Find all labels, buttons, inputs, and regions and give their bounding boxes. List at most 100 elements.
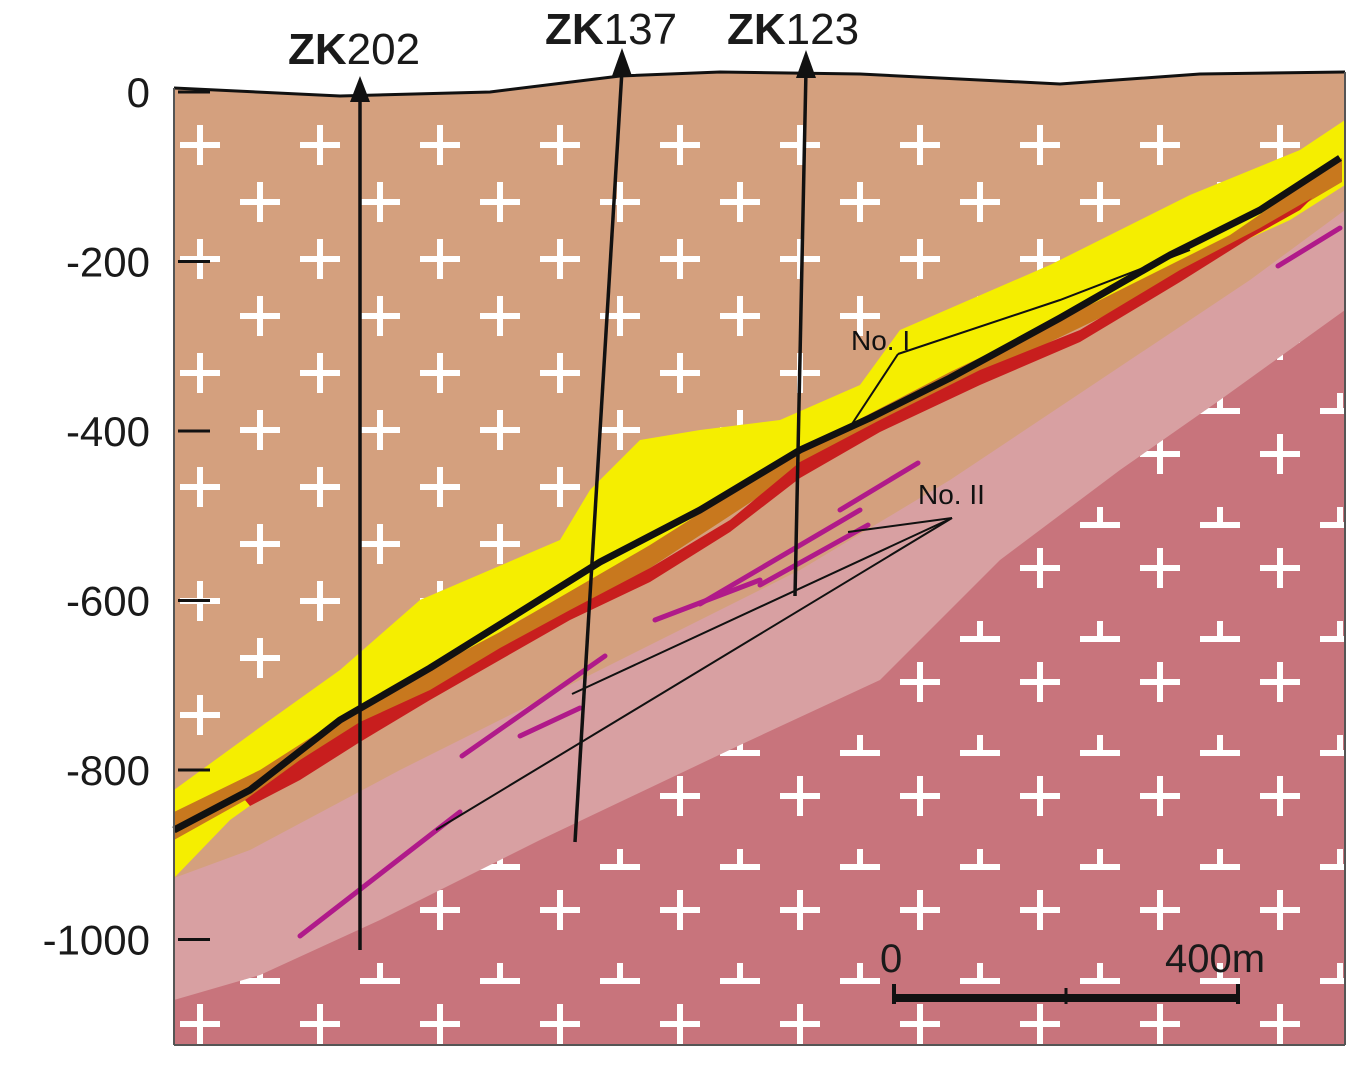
granite-cross-symbol bbox=[660, 353, 700, 393]
granite-cross-symbol bbox=[240, 638, 280, 678]
granite-cross-symbol bbox=[600, 182, 640, 222]
granite-cross-symbol bbox=[780, 776, 820, 816]
granite-cross-symbol bbox=[660, 1004, 700, 1044]
granite-cross-symbol bbox=[420, 239, 460, 279]
granite-cross-symbol bbox=[180, 695, 220, 735]
granite-tack-symbol bbox=[840, 963, 880, 984]
granite-cross-symbol bbox=[540, 353, 580, 393]
granite-cross-symbol bbox=[1140, 1004, 1180, 1044]
granite-cross-symbol bbox=[1020, 776, 1060, 816]
granite-cross-symbol bbox=[540, 239, 580, 279]
granite-cross-symbol bbox=[1260, 548, 1300, 588]
purple-lens bbox=[459, 653, 608, 759]
scale-bar-start-label: 0 bbox=[880, 937, 902, 981]
granite-cross-symbol bbox=[180, 1004, 220, 1044]
granite-cross-symbol bbox=[420, 467, 460, 507]
depth-axis-tick-label: -800 bbox=[66, 747, 150, 794]
granite-cross-symbol bbox=[540, 125, 580, 165]
leader-line-no-ii bbox=[571, 517, 953, 695]
granite-tack-symbol bbox=[1200, 621, 1240, 642]
granite-cross-symbol bbox=[1260, 662, 1300, 702]
granite-cross-symbol bbox=[540, 1004, 580, 1044]
granite-tack-symbol bbox=[1080, 735, 1120, 756]
granite-cross-symbol bbox=[360, 524, 400, 564]
granite-cross-symbol bbox=[240, 296, 280, 336]
depth-axis-tick-label: -1000 bbox=[43, 917, 150, 964]
arrow-icon bbox=[612, 48, 632, 76]
granite-cross-symbol bbox=[1260, 1004, 1300, 1044]
depth-axis-tick-label: -600 bbox=[66, 578, 150, 625]
ore-leader-lines bbox=[435, 249, 1191, 831]
leader-line-no-i bbox=[847, 353, 899, 431]
well-label-zk202: ZK202 bbox=[288, 25, 420, 74]
granite-cross-symbol bbox=[180, 353, 220, 393]
granite-cross-symbol bbox=[1140, 662, 1180, 702]
granite-tack-symbol bbox=[1080, 849, 1120, 870]
granite-cross-symbol bbox=[600, 410, 640, 450]
granite-cross-symbol bbox=[300, 239, 340, 279]
depth-axis-tick-label: -400 bbox=[66, 408, 150, 455]
granite-cross-symbol bbox=[300, 581, 340, 621]
granite-cross-symbol bbox=[900, 890, 940, 930]
granite-tack-symbol bbox=[720, 849, 760, 870]
granite-cross-symbol bbox=[780, 125, 820, 165]
granite-cross-symbol bbox=[1020, 125, 1060, 165]
granite-tack-symbol bbox=[480, 963, 520, 984]
granite-cross-symbol bbox=[360, 296, 400, 336]
granite-cross-symbol bbox=[660, 239, 700, 279]
arrow-icon bbox=[350, 76, 370, 102]
purple-ore-lenses bbox=[297, 225, 1343, 939]
granite-tack-symbol bbox=[1080, 507, 1120, 528]
yellow-alteration-zone bbox=[174, 120, 1345, 878]
granite-tack-symbol bbox=[960, 849, 1000, 870]
granite-cross-symbol bbox=[1260, 776, 1300, 816]
arrow-icon bbox=[796, 50, 816, 78]
leader-line-no-ii bbox=[435, 517, 953, 831]
granite-cross-symbol bbox=[240, 182, 280, 222]
granite-tack-symbol bbox=[600, 963, 640, 984]
drill-hole-zk137 bbox=[573, 69, 624, 843]
ore-label-no-ii: No. II bbox=[918, 479, 985, 510]
purple-lens bbox=[697, 507, 863, 607]
granite-tack-symbol bbox=[1320, 621, 1345, 642]
granite-tack-symbol bbox=[1080, 963, 1120, 984]
lower-granite-unit bbox=[174, 310, 1345, 1045]
granite-cross-symbol bbox=[1140, 548, 1180, 588]
granite-tack-symbol bbox=[1080, 621, 1120, 642]
granite-tack-symbol bbox=[600, 849, 640, 870]
granite-cross-symbol bbox=[720, 182, 760, 222]
granite-cross-symbol bbox=[1140, 125, 1180, 165]
granite-cross-symbol bbox=[540, 467, 580, 507]
scale-bar-end-label: 400m bbox=[1165, 937, 1265, 981]
granite-cross-symbol bbox=[360, 410, 400, 450]
drill-holes bbox=[358, 69, 808, 950]
granite-cross-symbol bbox=[180, 239, 220, 279]
granite-tack-symbol bbox=[1200, 849, 1240, 870]
granite-cross-symbol bbox=[1140, 776, 1180, 816]
granite-tack-symbol bbox=[960, 735, 1000, 756]
granite-cross-symbol bbox=[180, 467, 220, 507]
granite-tack-symbol bbox=[1320, 735, 1345, 756]
leader-line-no-ii bbox=[847, 517, 953, 533]
granite-cross-symbol bbox=[1020, 662, 1060, 702]
granite-cross-symbol bbox=[660, 776, 700, 816]
granite-cross-symbol bbox=[1260, 890, 1300, 930]
granite-cross-symbol bbox=[660, 125, 700, 165]
granite-cross-symbol bbox=[660, 890, 700, 930]
depth-axis: 0-200-400-600-800-1000 bbox=[43, 69, 210, 964]
granite-cross-symbol bbox=[1020, 548, 1060, 588]
granite-cross-symbol bbox=[780, 239, 820, 279]
granite-cross-symbol bbox=[420, 125, 460, 165]
granite-tack-symbol bbox=[840, 849, 880, 870]
granite-cross-symbol bbox=[960, 182, 1000, 222]
granite-cross-symbol bbox=[900, 1004, 940, 1044]
granite-tack-symbol bbox=[960, 621, 1000, 642]
granite-cross-symbol bbox=[1020, 890, 1060, 930]
purple-lens bbox=[517, 705, 583, 739]
purple-lens bbox=[297, 809, 463, 939]
granite-cross-symbol bbox=[780, 1004, 820, 1044]
granite-tack-symbol bbox=[1320, 963, 1345, 984]
granite-tack-symbol bbox=[1320, 507, 1345, 528]
granite-cross-symbol bbox=[420, 1004, 460, 1044]
